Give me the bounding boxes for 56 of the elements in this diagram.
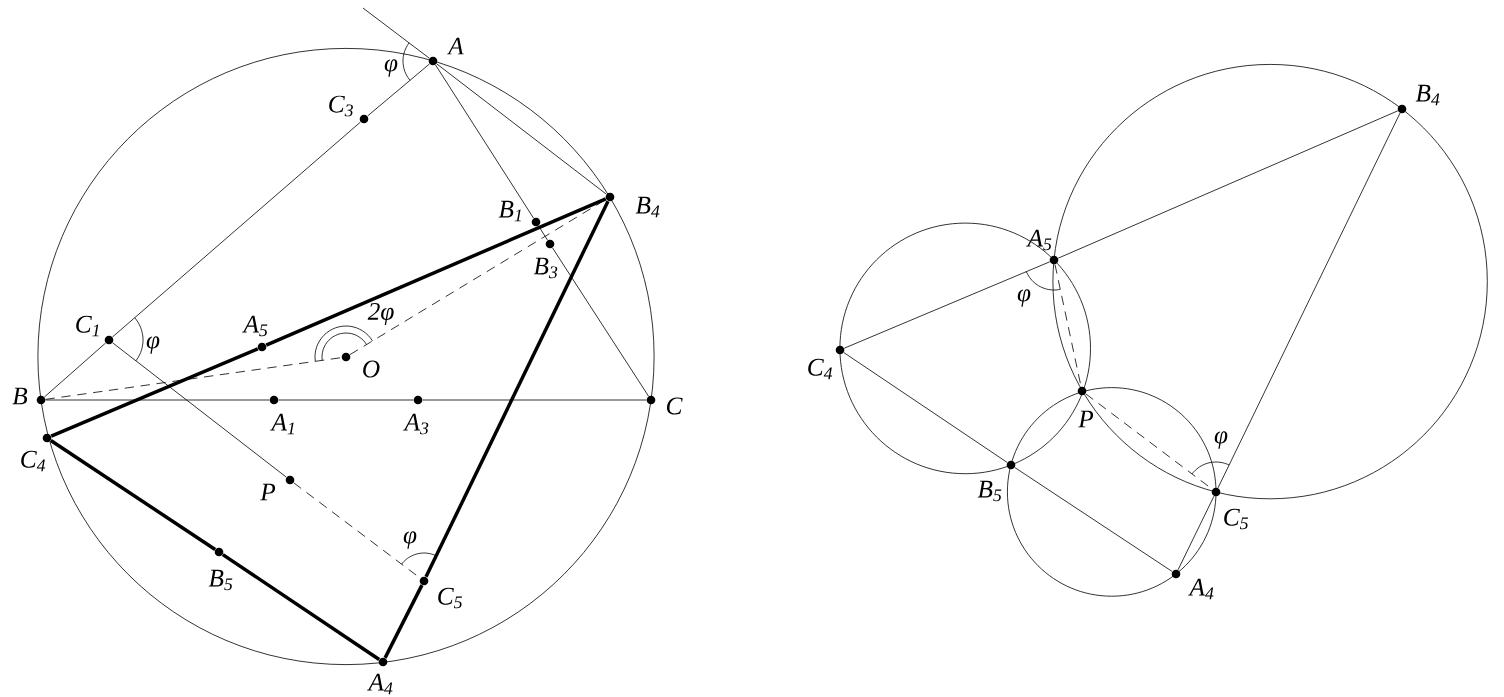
angle-label: φ (403, 531, 417, 549)
line-segment (436, 63, 607, 195)
line-segment (45, 399, 270, 401)
point-label: B$_{5}$ (208, 569, 233, 591)
leader-line (362, 7, 430, 59)
point-label: O (363, 360, 380, 378)
point-label: A$_{4}$ (367, 673, 393, 695)
point-label: B$_{3}$ (533, 257, 558, 279)
line-segment (221, 553, 381, 661)
point-label: C$_{3}$ (329, 95, 353, 117)
angle-label: φ (1017, 289, 1031, 307)
line-segment (1217, 112, 1401, 489)
line-segment (112, 342, 287, 478)
line-segment (265, 197, 607, 347)
angle-label: φ (1214, 431, 1228, 449)
line-segment (1085, 393, 1213, 490)
line-segment (44, 342, 106, 398)
point-label: A$_{3}$ (403, 413, 429, 435)
angle-label: φ (384, 59, 398, 77)
line-segment (278, 399, 414, 401)
line-segment (367, 63, 430, 117)
point-label: C$_{1}$ (76, 315, 99, 337)
point-label: C$_{5}$ (438, 587, 463, 609)
line-segment (552, 247, 649, 397)
point-label: A$_{1}$ (270, 413, 294, 435)
line-segment (1177, 495, 1215, 571)
line-segment (1014, 467, 1173, 572)
angle-label: 2φ (367, 302, 394, 326)
line-segment (112, 121, 361, 338)
point-label: C$_{4}$ (21, 450, 46, 472)
line-segment (383, 584, 424, 659)
line-segment (424, 200, 610, 578)
line-segment (293, 482, 421, 579)
point-label: C (666, 397, 683, 415)
point-label: A (446, 37, 464, 55)
line-segment (1057, 110, 1399, 259)
point-label: A$_{4}$ (1188, 578, 1214, 600)
point-label: B$_{1}$ (498, 200, 521, 222)
line-segment (843, 261, 1051, 349)
point-label: C$_{4}$ (808, 358, 833, 380)
point-label: P (260, 483, 276, 501)
line-segment (843, 352, 1008, 463)
angle-label: φ (146, 336, 160, 354)
line-segment (1054, 264, 1082, 387)
point-label: P (1078, 410, 1094, 428)
line-segment (50, 347, 259, 438)
line-segment (435, 64, 534, 219)
line-segment (422, 399, 647, 401)
line-segment (49, 439, 217, 551)
point-label: A$_{5}$ (242, 315, 268, 337)
point-label: B$_{4}$ (635, 196, 660, 218)
point-label: C$_{5}$ (1224, 508, 1249, 530)
point-label: B$_{5}$ (977, 480, 1002, 502)
point-label: B (12, 387, 28, 405)
point-label: B$_{4}$ (1415, 84, 1440, 106)
point-label: A$_{5}$ (1026, 229, 1052, 251)
